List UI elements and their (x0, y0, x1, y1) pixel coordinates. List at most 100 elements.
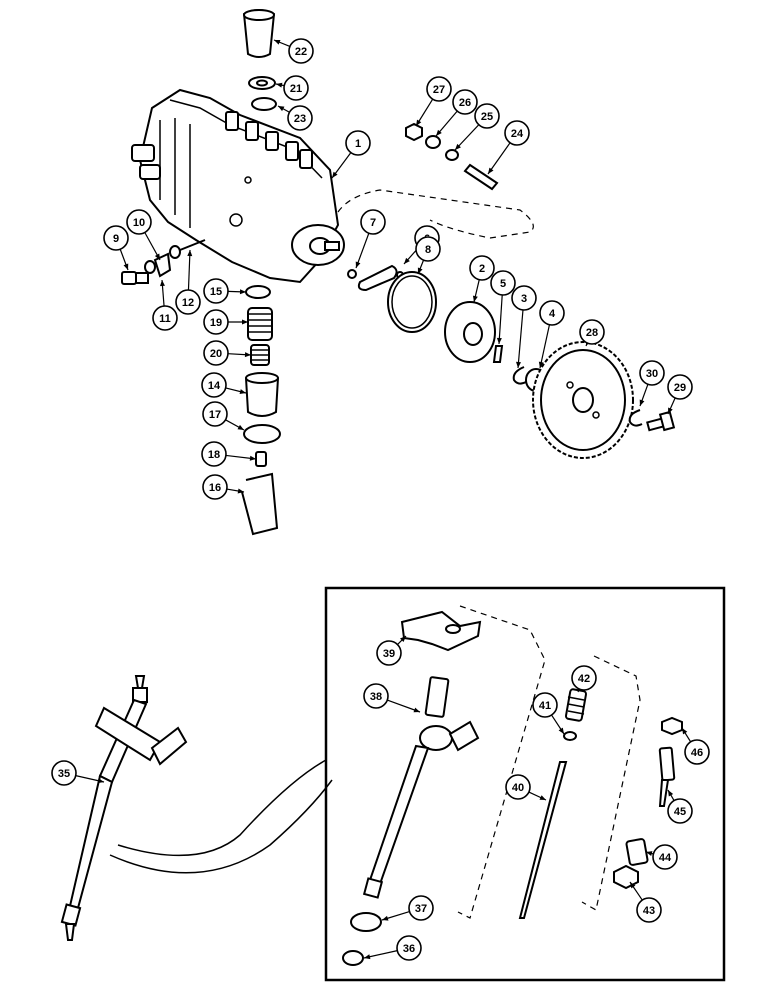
leader-arrow-17 (237, 424, 244, 430)
callout-46: 46 (681, 727, 710, 765)
callout-label-17: 17 (209, 409, 221, 421)
callout-38: 38 (363, 683, 421, 713)
leader-arrow-12 (187, 250, 193, 257)
washer-37 (350, 912, 382, 932)
callout-23: 23 (277, 105, 313, 131)
callout-label-44: 44 (659, 852, 672, 864)
callout-circle-7 (360, 209, 386, 235)
leader-arrow-35 (97, 778, 104, 784)
leader-arrow-37 (382, 915, 389, 921)
callout-12: 12 (175, 249, 201, 315)
callout-19: 19 (203, 309, 248, 335)
callout-circle-27 (426, 76, 452, 102)
callout-17: 17 (202, 401, 245, 431)
leader-line-24 (487, 142, 511, 175)
callout-label-21: 21 (290, 83, 302, 95)
callout-circle-19 (203, 309, 229, 335)
callout-circle-3 (511, 285, 537, 311)
callout-label-15: 15 (210, 286, 222, 298)
gasket-17 (243, 424, 281, 444)
leader-arrow-46 (682, 728, 688, 735)
clamp-39 (400, 610, 482, 652)
washer-25 (445, 149, 459, 161)
callout-35: 35 (51, 760, 105, 786)
adjusting-screw-45 (658, 746, 676, 807)
callout-21: 21 (275, 75, 309, 101)
callout-45: 45 (667, 789, 693, 824)
leader-arrow-14 (239, 389, 246, 394)
callout-22: 22 (273, 38, 314, 64)
leader-arrow-22 (274, 39, 281, 45)
callout-44: 44 (645, 844, 678, 870)
callout-18: 18 (201, 441, 257, 467)
callout-label-38: 38 (370, 691, 382, 703)
leader-line-5 (498, 294, 503, 345)
leader-arrow-9 (123, 263, 129, 270)
stud-24 (463, 163, 499, 191)
callout-5: 5 (490, 270, 516, 345)
leader-arrow-40 (539, 795, 546, 800)
callout-label-40: 40 (512, 782, 524, 794)
hub-2-bore (463, 322, 483, 346)
callout-circle-20 (203, 340, 229, 366)
callout-41: 41 (532, 692, 565, 735)
callout-circle-18 (201, 441, 227, 467)
leader-arrow-29 (668, 407, 673, 414)
callout-label-41: 41 (539, 700, 551, 712)
callout-30: 30 (639, 360, 665, 407)
callout-42: 42 (571, 665, 597, 693)
callout-label-14: 14 (208, 380, 221, 392)
callout-circle-10 (126, 209, 152, 235)
callout-label-20: 20 (210, 348, 222, 360)
washer-21-hole (256, 79, 268, 87)
callout-label-19: 19 (210, 317, 222, 329)
callout-circle-36 (396, 935, 422, 961)
leader-arrow-26 (436, 129, 442, 136)
leader-arrow-11 (159, 280, 165, 287)
callout-circle-29 (667, 374, 693, 400)
callout-label-3: 3 (521, 293, 527, 305)
callout-43: 43 (629, 881, 662, 923)
callout-37: 37 (381, 895, 434, 921)
leader-arrow-45 (668, 790, 674, 797)
callout-4: 4 (538, 300, 565, 369)
callout-circle-4 (539, 300, 565, 326)
callout-label-24: 24 (511, 128, 524, 140)
callout-39: 39 (376, 635, 407, 666)
callout-28: 28 (579, 319, 605, 347)
callout-circle-28 (579, 319, 605, 345)
callout-circle-21 (283, 75, 309, 101)
callout-label-39: 39 (383, 648, 395, 660)
callout-9: 9 (103, 225, 129, 271)
callout-label-46: 46 (691, 747, 703, 759)
callout-circle-46 (684, 739, 710, 765)
spring-42 (564, 688, 588, 722)
dashed-grouping-needle (457, 605, 546, 919)
callout-27: 27 (415, 76, 452, 127)
leader-arrow-38 (413, 707, 420, 713)
callout-label-43: 43 (643, 905, 655, 917)
callout-8: 8 (415, 236, 441, 275)
callout-label-5: 5 (500, 278, 506, 290)
leader-arrow-8 (417, 267, 423, 274)
callout-circle-40 (505, 774, 531, 800)
needle-40 (518, 761, 568, 919)
washer-10b (169, 245, 181, 259)
callout-label-18: 18 (208, 449, 220, 461)
callout-label-42: 42 (578, 673, 590, 685)
callout-16: 16 (202, 474, 245, 500)
callout-circle-24 (504, 120, 530, 146)
callout-1: 1 (331, 130, 371, 179)
callout-15: 15 (203, 278, 247, 304)
leader-arrow-41 (558, 727, 564, 734)
callout-circle-39 (376, 640, 402, 666)
leader-arrow-6 (404, 257, 410, 264)
callout-circle-38 (363, 683, 389, 709)
leader-arrow-24 (488, 167, 494, 174)
screw-18 (255, 451, 267, 467)
banjo-bolt-9 (121, 271, 149, 285)
leader-arrow-7 (355, 261, 361, 268)
callout-circle-12 (175, 289, 201, 315)
callout-circle-44 (652, 844, 678, 870)
callout-label-8: 8 (425, 244, 431, 256)
